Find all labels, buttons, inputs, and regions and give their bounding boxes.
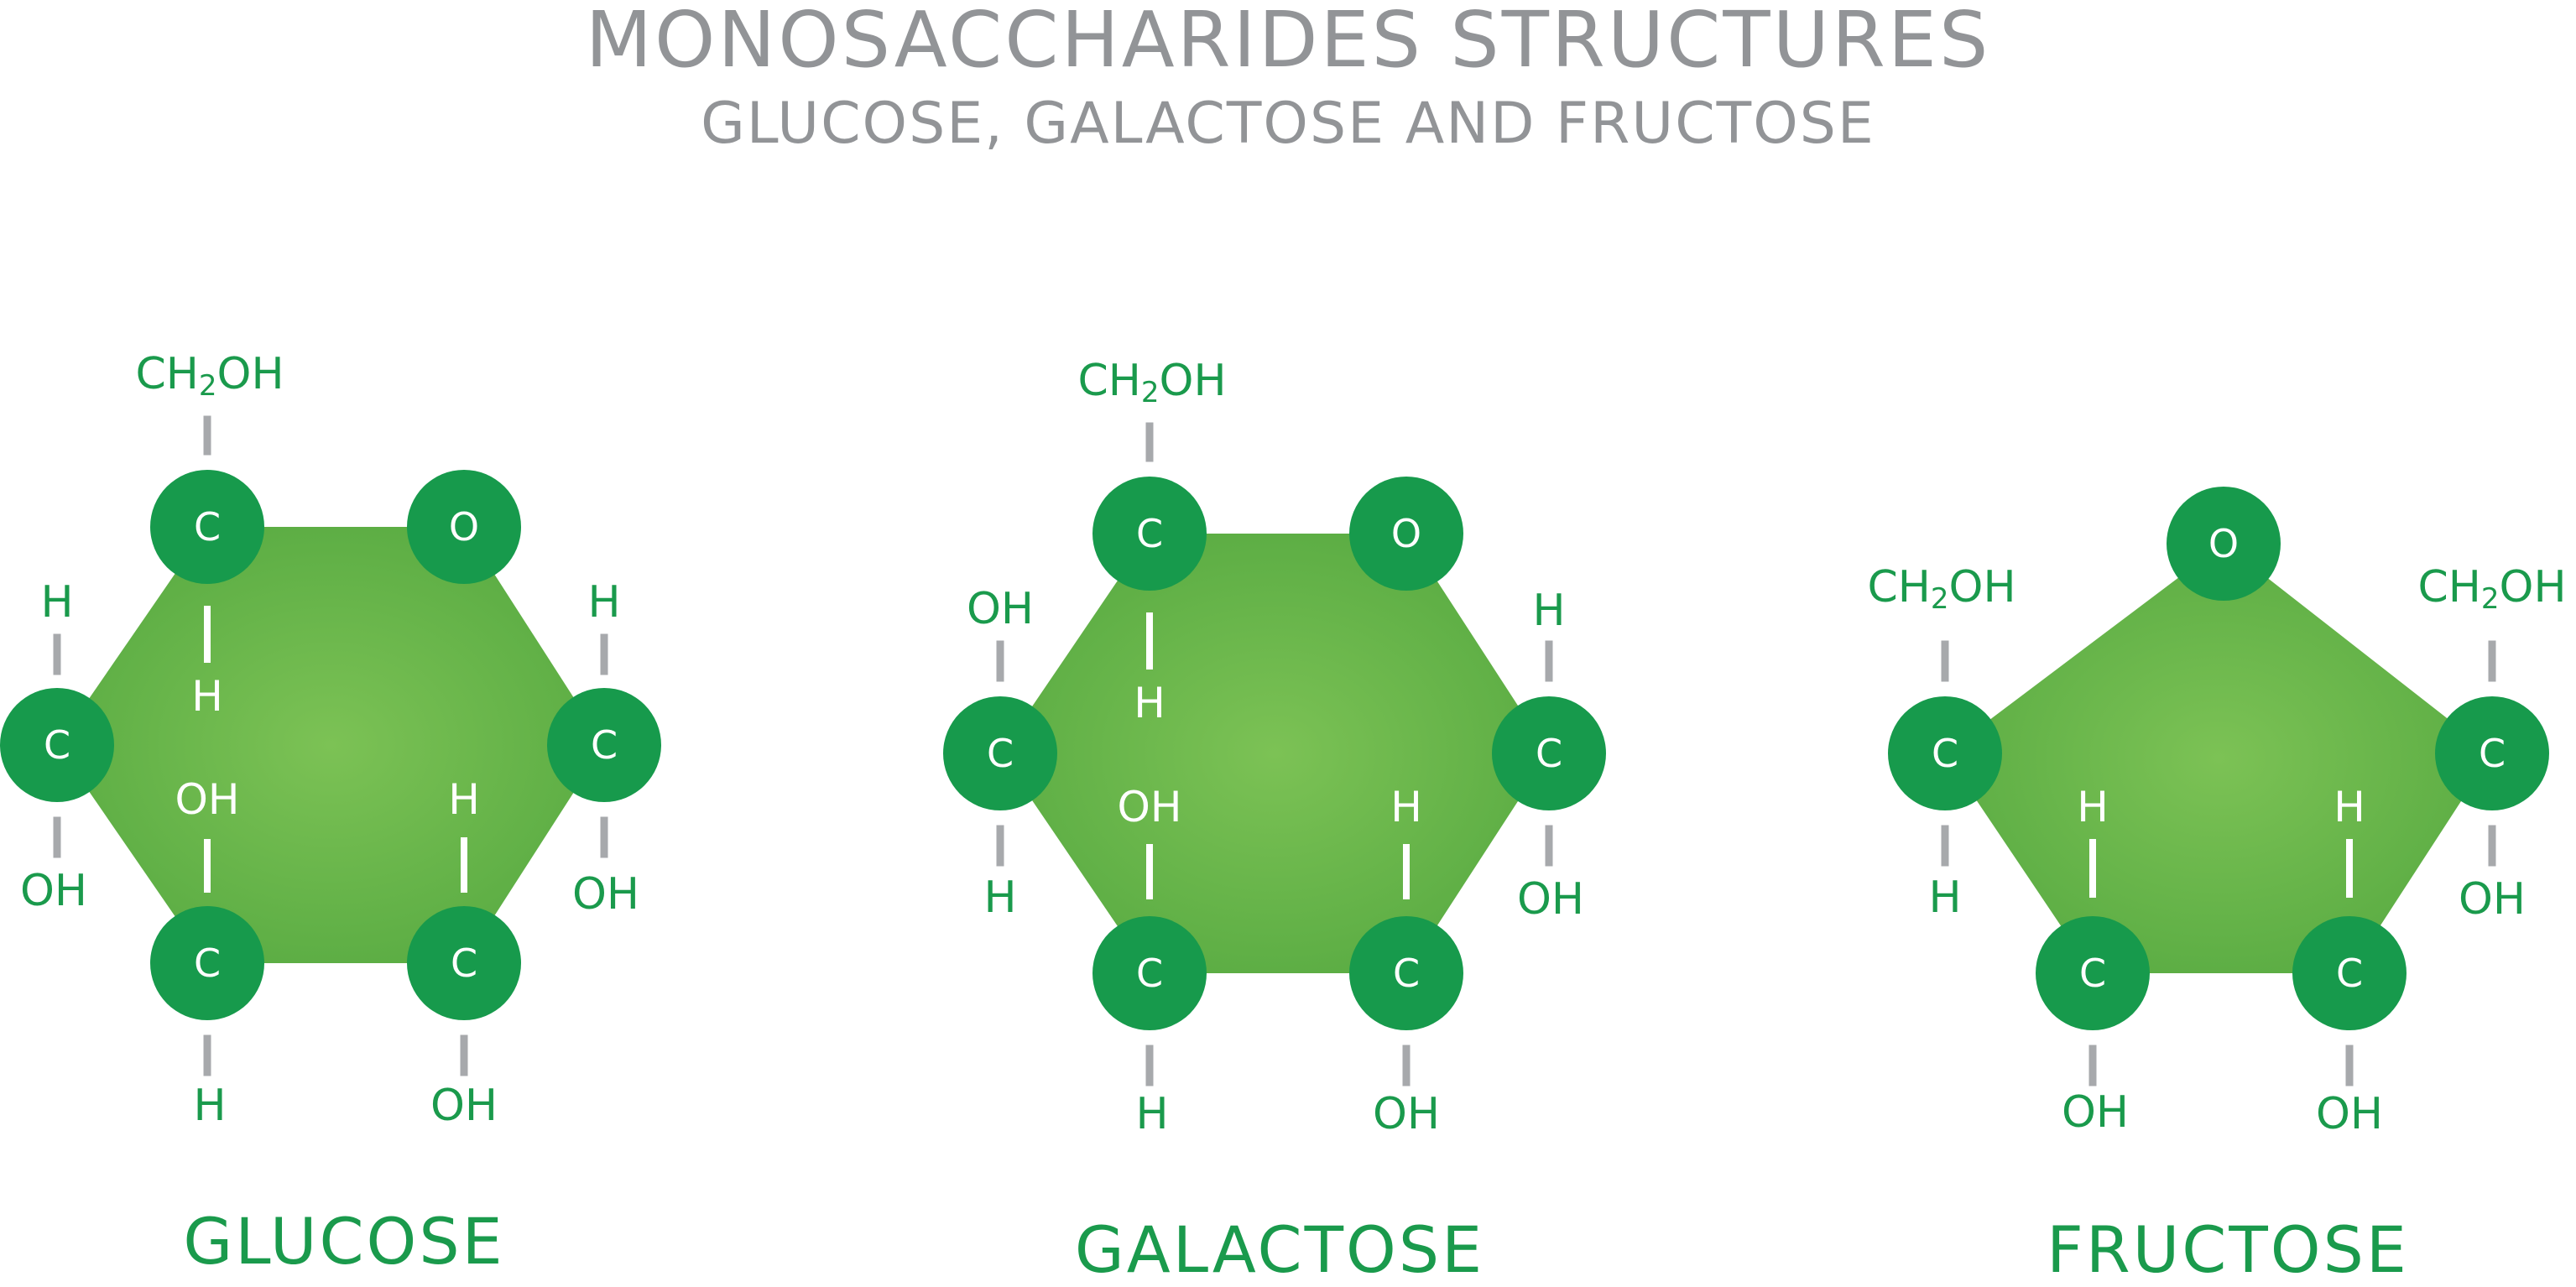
- galactose-inner-bottom-left-label: OH: [1118, 783, 1182, 831]
- fructose-carbon-1: [2435, 696, 2549, 810]
- glucose-ring: [57, 527, 604, 963]
- galactose-name: GALACTOSE: [1074, 1212, 1485, 1287]
- galactose-atom-label: C: [1536, 731, 1562, 776]
- glucose-carbon-5: [0, 688, 114, 802]
- glucose-left-top-label: H: [40, 577, 73, 628]
- glucose-bottom-left-label: H: [193, 1081, 226, 1131]
- fructose-oxygen: [2167, 487, 2281, 601]
- glucose-left-bottom-label: OH: [20, 866, 87, 916]
- glucose-oxygen: [407, 470, 521, 584]
- fructose-atom-label: C: [2079, 951, 2106, 996]
- galactose-right-top-label: H: [1532, 586, 1565, 636]
- glucose-atom-label: C: [591, 722, 618, 768]
- glucose-inner-bottom-right-label: H: [448, 775, 480, 824]
- glucose-structure: C O C C C C CH2OH H OH H OH H OH H OH H: [0, 349, 661, 1131]
- galactose-atom-label: O: [1391, 511, 1421, 556]
- galactose-inner-top-label: H: [1134, 679, 1165, 727]
- galactose-ring: [1000, 534, 1549, 973]
- glucose-carbon-1: [150, 470, 264, 584]
- galactose-left-bottom-label: H: [983, 873, 1016, 923]
- glucose-atom-label: C: [194, 940, 221, 986]
- glucose-carbon-2: [547, 688, 661, 802]
- glucose-carbon-3: [407, 906, 521, 1020]
- galactose-carbon-1: [1092, 477, 1207, 591]
- galactose-carbon-3: [1349, 916, 1463, 1030]
- glucose-right-top-label: H: [587, 577, 620, 628]
- fructose-carbon-3: [2036, 916, 2150, 1030]
- glucose-inner-bonds: [204, 606, 467, 893]
- fructose-inner-right-label: H: [2334, 783, 2365, 831]
- galactose-atom-label: C: [987, 731, 1014, 776]
- fructose-inner-bonds: [2089, 839, 2353, 898]
- galactose-inner-bonds: [1146, 612, 1410, 899]
- glucose-inner-top-label: H: [191, 672, 223, 721]
- glucose-atom-label: C: [194, 504, 221, 550]
- fructose-bottom-left-label: OH: [2062, 1087, 2129, 1138]
- fructose-carbon-2: [2292, 916, 2407, 1030]
- fructose-left-ch2oh-label: CH2OH: [1867, 562, 2015, 616]
- galactose-ch2oh-label: CH2OH: [1077, 356, 1226, 409]
- glucose-atom-label: O: [449, 504, 479, 550]
- glucose-bonds: [53, 415, 608, 1076]
- fructose-atom-label: C: [1932, 731, 1958, 776]
- glucose-atom-label: C: [44, 722, 70, 768]
- galactose-inner-bottom-right-label: H: [1390, 783, 1422, 831]
- fructose-atom-label: C: [2479, 731, 2506, 776]
- galactose-structure: C O C C C C CH2OH OH H H OH H OH H OH H: [943, 356, 1606, 1139]
- galactose-bottom-right-label: OH: [1373, 1089, 1440, 1139]
- fructose-left-bottom-label: H: [1928, 873, 1961, 923]
- glucose-ch2oh-label: CH2OH: [135, 349, 284, 403]
- glucose-bottom-right-label: OH: [430, 1081, 498, 1131]
- glucose-name: GLUCOSE: [183, 1204, 505, 1279]
- fructose-atom-label: O: [2208, 521, 2239, 566]
- fructose-right-bottom-label: OH: [2459, 874, 2526, 925]
- galactose-right-bottom-label: OH: [1517, 874, 1584, 925]
- galactose-atom-label: C: [1136, 951, 1163, 996]
- galactose-oxygen: [1349, 477, 1463, 591]
- fructose-ring: [1945, 544, 2492, 973]
- fructose-name: FRUCTOSE: [2047, 1212, 2409, 1287]
- glucose-atom-label: C: [451, 940, 477, 986]
- fructose-structure: O C C C C CH2OH CH2OH H OH OH OH H H: [1867, 487, 2567, 1139]
- page-title: MONOSACCHARIDES STRUCTURES: [585, 0, 1991, 85]
- galactose-bottom-left-label: H: [1135, 1089, 1168, 1139]
- galactose-carbon-2: [1492, 696, 1606, 810]
- page-subtitle: GLUCOSE, GALACTOSE AND FRUCTOSE: [701, 91, 1875, 157]
- fructose-inner-left-label: H: [2077, 783, 2109, 831]
- fructose-bonds: [1941, 640, 2496, 1086]
- glucose-inner-bottom-left-label: OH: [175, 775, 240, 824]
- galactose-atom-label: C: [1136, 511, 1163, 556]
- galactose-atom-label: C: [1393, 951, 1420, 996]
- fructose-atom-label: C: [2336, 951, 2363, 996]
- fructose-bottom-right-label: OH: [2316, 1089, 2383, 1139]
- galactose-carbon-4: [1092, 916, 1207, 1030]
- galactose-left-top-label: OH: [967, 584, 1034, 634]
- fructose-right-ch2oh-label: CH2OH: [2417, 562, 2566, 616]
- galactose-carbon-5: [943, 696, 1057, 810]
- fructose-carbon-4: [1888, 696, 2002, 810]
- glucose-right-bottom-label: OH: [572, 869, 639, 920]
- galactose-bonds: [996, 422, 1553, 1086]
- glucose-carbon-4: [150, 906, 264, 1020]
